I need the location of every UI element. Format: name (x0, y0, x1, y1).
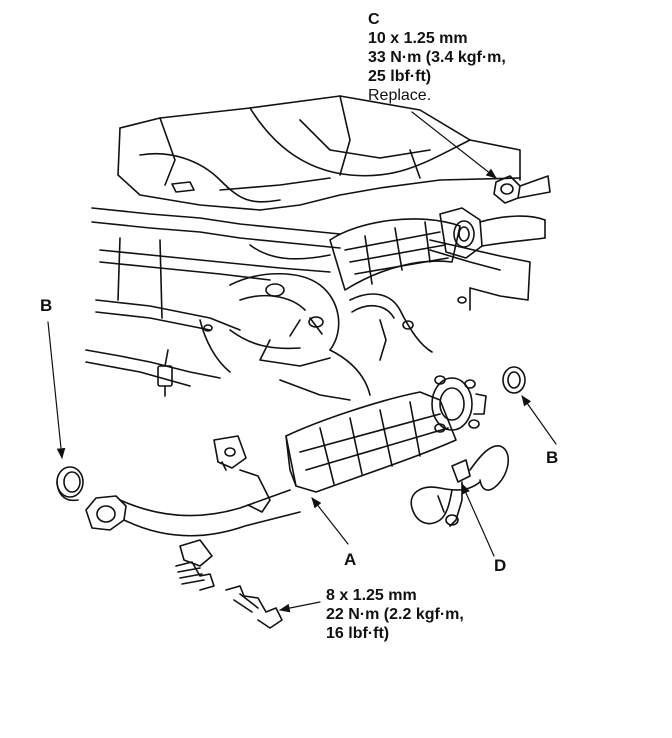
callout-c-torque-lbf: 25 lbf·ft) (368, 68, 432, 85)
callout-bolt: 8 x 1.25 mm 22 N·m (2.2 kgf·m, 16 lbf·ft… (326, 586, 464, 643)
self-locking-nut (493, 175, 551, 204)
oxygen-sensor-d (410, 445, 510, 527)
label-a: A (344, 550, 357, 569)
label-b-right: B (546, 448, 559, 467)
underbody-floor (117, 95, 521, 211)
callout-c-size: 10 x 1.25 mm (368, 30, 468, 47)
gasket-left (56, 466, 84, 502)
callout-bolt-size: 8 x 1.25 mm (326, 587, 417, 604)
label-b-left: B (40, 296, 53, 315)
body-hanger-bracket (429, 239, 531, 311)
callout-bolt-torque-lbf: 16 lbf·ft) (326, 625, 390, 642)
label-d: D (494, 556, 507, 575)
upper-exhaust-flange (439, 207, 546, 259)
subframe (85, 207, 341, 387)
sensor-connector-left (157, 349, 173, 397)
callout-c-letter: C (368, 11, 380, 28)
spring-bolt-assembly (175, 561, 283, 629)
callout-c-note: Replace. (368, 87, 432, 104)
gasket-right (502, 366, 526, 394)
leader-lines (47, 111, 557, 613)
callout-bolt-torque: 22 N·m (2.2 kgf·m, (326, 606, 464, 623)
callout-c-torque: 33 N·m (3.4 kgf·m, (368, 49, 506, 66)
upper-catalytic-converter (329, 218, 461, 291)
engine-lower (229, 272, 371, 401)
callout-c: C 10 x 1.25 mm 33 N·m (3.4 kgf·m, 25 lbf… (368, 10, 506, 105)
exhaust-pipe-a (85, 375, 487, 567)
engine-hoses (199, 293, 433, 373)
